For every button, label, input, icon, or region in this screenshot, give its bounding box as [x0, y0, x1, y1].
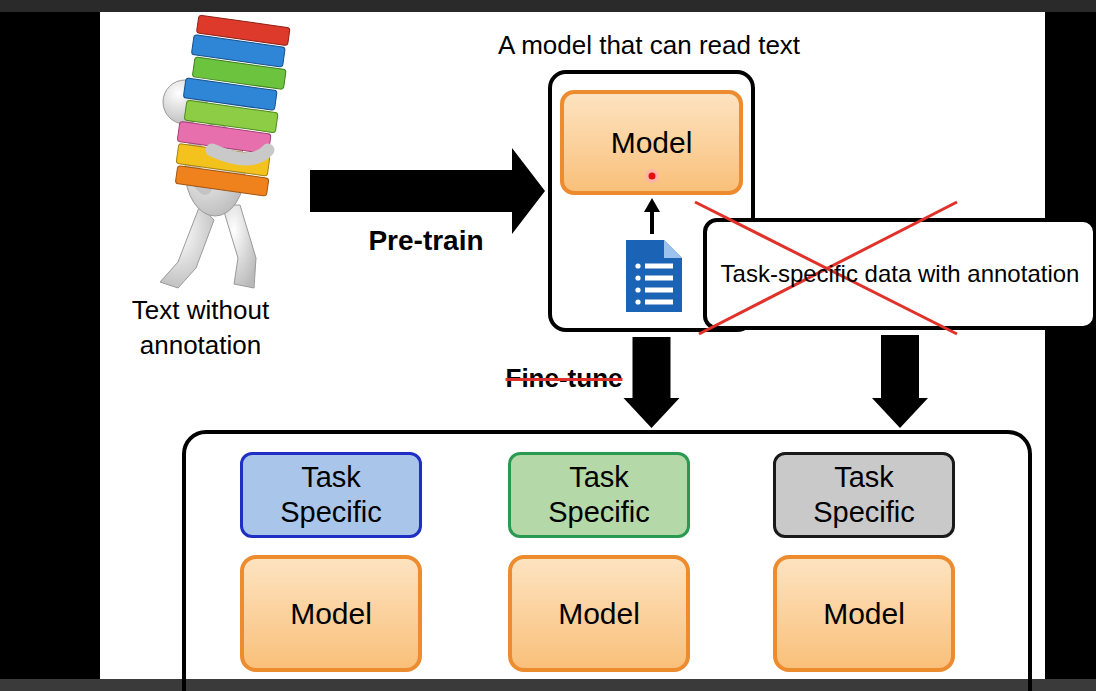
box-label: Task Specific	[511, 460, 687, 530]
pretrain-arrow	[310, 148, 545, 234]
model-box: Model	[240, 555, 422, 672]
task-models-group: Task Specific Task Specific Task SpecificM…	[182, 430, 1032, 691]
block-arrow	[872, 335, 928, 428]
task-data-box: Task-specific data with annotation	[703, 218, 1096, 330]
model-box: Model	[560, 90, 743, 195]
model-box: Model	[508, 555, 690, 672]
subtitle-strip	[0, 679, 1096, 691]
task-specific-box: Task Specific	[508, 452, 690, 538]
box-label: Task Specific	[776, 460, 952, 530]
box-label: Task-specific data with annotation	[715, 258, 1086, 290]
corpus-label: Text without annotation	[118, 293, 283, 363]
box-label: Model	[284, 596, 378, 632]
box-heading: A model that can read text	[492, 30, 806, 61]
task-specific-box: Task Specific	[240, 452, 422, 538]
box-label: Model	[817, 596, 911, 632]
step-label: Pre-train	[346, 222, 506, 260]
slide	[100, 12, 1045, 691]
box-label: Task Specific	[243, 460, 419, 530]
task-specific-box: Task Specific	[773, 452, 955, 538]
box-label: Model	[552, 596, 646, 632]
box-label: Model	[605, 125, 699, 161]
model-box: Model	[773, 555, 955, 672]
top-bar	[0, 0, 1096, 12]
person-illustration	[160, 14, 292, 288]
block-arrow	[624, 337, 680, 428]
struck-step-label: Fine-tune	[506, 363, 623, 394]
